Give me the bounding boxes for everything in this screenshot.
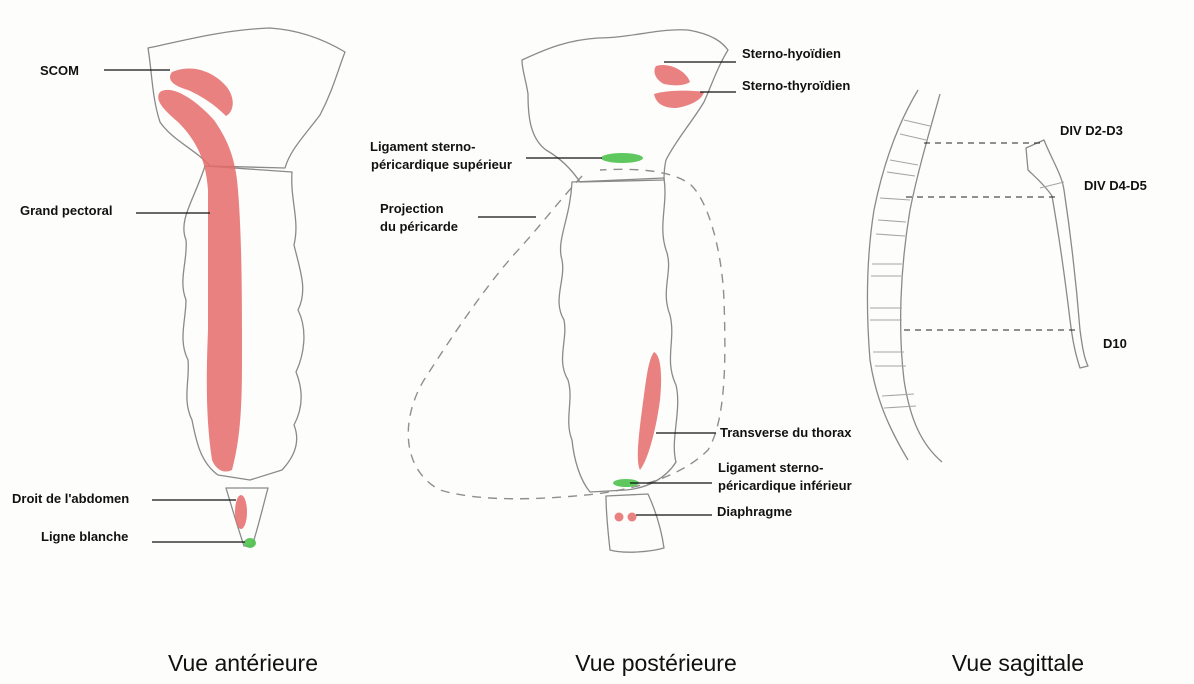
scom-label: SCOM — [40, 63, 79, 78]
grand-pectoral-label: Grand pectoral — [20, 203, 112, 218]
anterior-caption: Vue antérieure — [168, 650, 318, 676]
diaphragme-left — [615, 513, 624, 522]
projection-label-line1: Projection — [380, 201, 444, 216]
anterior-view: SCOM Grand pectoral Droit de l'abdomen L… — [12, 28, 345, 676]
anterior-xiphoid-outline — [226, 488, 268, 546]
transverse-thorax-muscle — [638, 352, 661, 470]
div-d4-d5-label: DIV D4-D5 — [1084, 178, 1147, 193]
ligne-blanche-ligament — [244, 538, 256, 548]
sterno-thyroidien-muscle — [654, 91, 704, 108]
posterior-view: Sterno-hyoïdien Sterno-thyroïdien Ligame… — [370, 30, 852, 676]
droit-abdomen-label: Droit de l'abdomen — [12, 491, 129, 506]
posterior-caption: Vue postérieure — [575, 650, 737, 676]
posterior-xiphoid-outline — [606, 494, 664, 552]
spine-anterior-contour — [867, 90, 918, 460]
droit-abdomen-muscle — [235, 495, 247, 529]
d10-label: D10 — [1103, 336, 1127, 351]
ligne-blanche-label: Ligne blanche — [41, 529, 128, 544]
lig-sup-label-line1: Ligament sterno- — [370, 139, 475, 154]
sagittal-sternum-outline — [1026, 140, 1088, 368]
lig-inf-label-line1: Ligament sterno- — [718, 460, 823, 475]
diaphragme-label: Diaphragme — [717, 504, 792, 519]
div-d2-d3-label: DIV D2-D3 — [1060, 123, 1123, 138]
ligament-sterno-pericardique-superieur — [601, 153, 643, 163]
sagittal-view: DIV D2-D3 DIV D4-D5 D10 Vue sagittale — [867, 90, 1146, 676]
grand-pectoral-muscle — [158, 90, 242, 472]
sterno-hyoidien-muscle — [654, 65, 690, 85]
posterior-body-outline — [559, 178, 678, 492]
sterno-thyroidien-label: Sterno-thyroïdien — [742, 78, 850, 93]
sterno-hyoidien-label: Sterno-hyoïdien — [742, 46, 841, 61]
sagittal-caption: Vue sagittale — [952, 650, 1084, 676]
transverse-label: Transverse du thorax — [720, 425, 852, 440]
diaphragme-right — [628, 513, 637, 522]
lig-inf-label-line2: péricardique inférieur — [718, 478, 852, 493]
projection-label-line2: du péricarde — [380, 219, 458, 234]
lig-sup-label-line2: péricardique supérieur — [371, 157, 512, 172]
